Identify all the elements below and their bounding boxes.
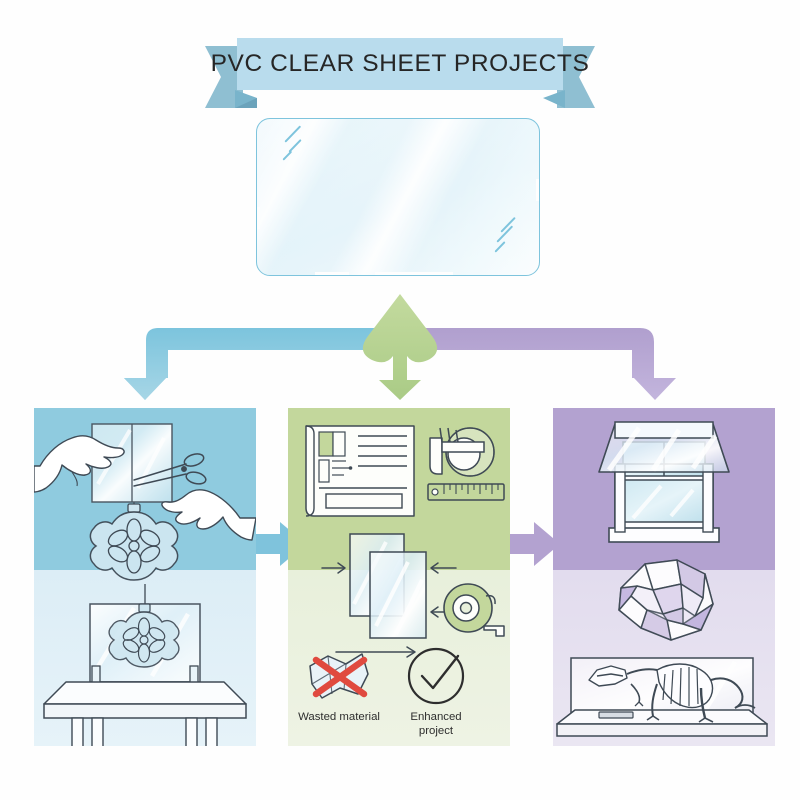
title-ribbon: PVC CLEAR SHEET PROJECTS <box>205 38 595 110</box>
arrow-panel2-to-panel3 <box>506 522 560 566</box>
panel-measure-and-plan: Wasted material Enhanced project <box>288 408 510 746</box>
scene-faceted-polyhedron <box>618 559 714 641</box>
flower-ornament-icon <box>89 511 179 581</box>
label-enhanced-project-line1: Enhanced <box>410 711 462 723</box>
sparkle-top-left-icon <box>282 125 313 165</box>
connector-branch-center <box>362 294 438 400</box>
scene-hands-cutting-sheet <box>34 423 256 581</box>
panel-3-artwork <box>556 421 768 737</box>
scene-dinosaur-display-case <box>556 657 768 737</box>
ribbon-tail-left-icon <box>205 46 257 108</box>
icon-enhanced-project <box>407 647 465 705</box>
ribbon-tail-right-icon <box>543 46 595 108</box>
pvc-clear-sheet-illustration <box>256 118 540 276</box>
tape-measure-icon <box>443 583 505 637</box>
connector-branch-right <box>400 328 676 400</box>
label-enhanced-project: Enhanced project <box>386 710 486 738</box>
ribbon-body: PVC CLEAR SHEET PROJECTS <box>211 38 589 90</box>
icon-wasted-material <box>309 653 369 699</box>
panel-1-artwork <box>34 423 256 746</box>
scene-overlapping-sheets <box>321 533 505 658</box>
branch-connector <box>124 294 676 400</box>
panel-finished-applications <box>553 408 775 746</box>
page-title: PVC CLEAR SHEET PROJECTS <box>210 50 590 77</box>
sparkle-bottom-right-icon <box>494 216 525 259</box>
label-enhanced-project-line2: project <box>418 725 454 737</box>
label-wasted-material: Wasted material <box>298 711 380 723</box>
scene-table-with-divider <box>43 584 247 746</box>
panel-2-artwork <box>305 425 505 705</box>
connector-branch-left <box>124 328 400 400</box>
panel-cut-and-shape <box>34 408 256 746</box>
scene-blueprint-document <box>305 425 415 517</box>
scene-caliper-and-ruler <box>427 427 505 501</box>
scene-window-with-awning <box>598 421 730 543</box>
